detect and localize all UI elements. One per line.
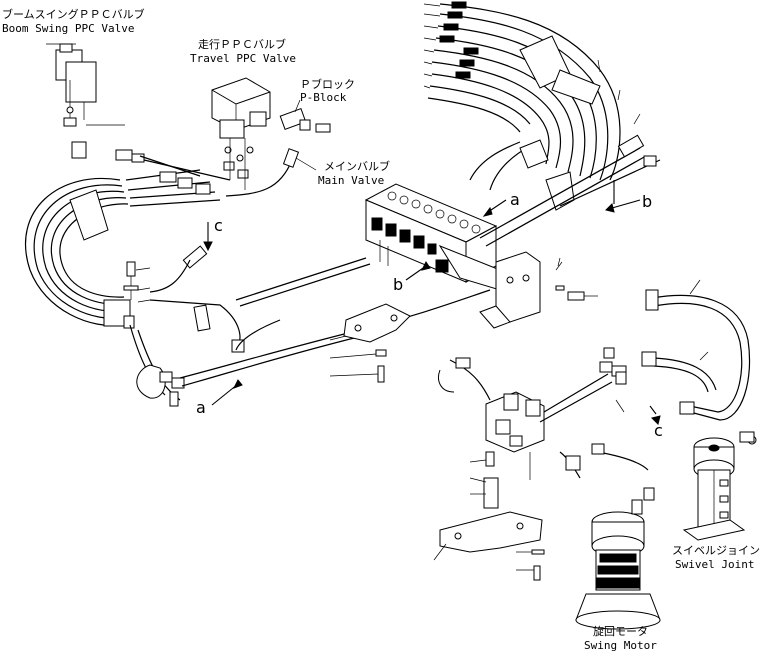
ref-a-left: a: [196, 398, 206, 417]
main-valve: [364, 183, 501, 291]
travel-ppc-valve: [211, 77, 271, 190]
ref-a-right: a: [510, 190, 520, 209]
main-valve-bracket: [479, 251, 598, 329]
mounting-plate-center: [329, 303, 411, 383]
swivel-joint-label-jp: スイベルジョイント: [672, 544, 763, 557]
swing-valve-bracket: [433, 451, 545, 581]
ref-c-right: c: [654, 421, 663, 440]
main-valve-label-en: Main Valve: [318, 174, 384, 187]
ref-b-top-right: b: [642, 192, 652, 211]
swing-motor: [575, 487, 661, 630]
boom-swing-ppc-valve-label-en: Boom Swing PPC Valve: [2, 22, 134, 35]
top-right-hoses: [427, 1, 661, 247]
travel-ppc-valve-label-jp: 走行ＰＰＣバルブ: [198, 37, 286, 51]
swivel-joint: [682, 437, 746, 541]
boom-swing-ppc-valve: [46, 43, 125, 159]
p-block-label-en: P-Block: [300, 91, 347, 104]
p-block: [279, 99, 331, 133]
swing-motor-label-jp: 旋回モータ: [593, 624, 648, 638]
p-block-label-jp: Ｐブロック: [300, 77, 355, 91]
left-hose-bundle: [24, 148, 300, 329]
swing-motor-label-en: Swing Motor: [584, 639, 657, 652]
pipe-middle: [235, 257, 367, 301]
swing-valve-block: [438, 347, 649, 480]
lower-left-hoses: [123, 245, 491, 407]
travel-ppc-valve-label-en: Travel PPC Valve: [190, 52, 296, 65]
swivel-hose: [641, 289, 757, 445]
leader-lines: [423, 3, 709, 361]
ref-b-main: b: [393, 275, 403, 294]
swivel-joint-label-en: Swivel Joint: [675, 558, 754, 571]
main-valve-label-jp: メインバルブ: [324, 159, 390, 173]
ref-c-top: c: [214, 216, 223, 235]
boom-swing-ppc-valve-label-jp: ブームスイングＰＰＣバルブ: [2, 7, 145, 21]
